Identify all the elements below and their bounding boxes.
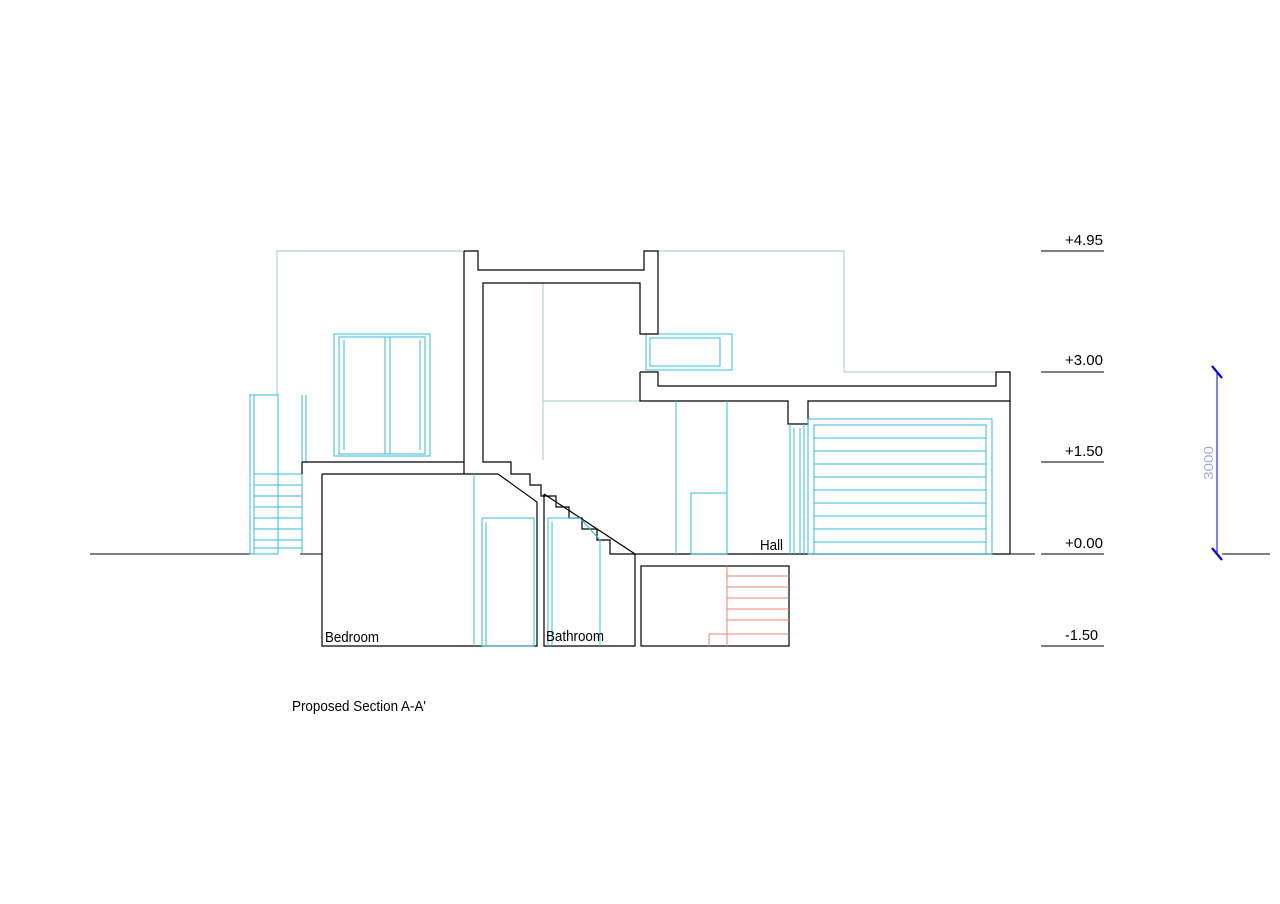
level-label-4-95: +4.95 [1065, 232, 1103, 249]
dimension-value: 3000 [1201, 446, 1216, 480]
background-facade-outline [276, 250, 1010, 460]
clerestory-window [645, 333, 733, 371]
room-label-bedroom: Bedroom [325, 629, 379, 646]
level-label-3-00: +3.00 [1065, 352, 1103, 369]
structure-section [301, 250, 1011, 647]
basement-stair [708, 566, 789, 646]
interior-lines [473, 401, 805, 647]
upper-window-left [333, 333, 431, 457]
garage-door [807, 418, 993, 555]
level-label-1-50: +1.50 [1065, 443, 1103, 460]
room-label-bathroom: Bathroom [546, 628, 604, 645]
level-label-minus-1-50: -1.50 [1065, 627, 1098, 644]
level-label-0-00: +0.00 [1065, 535, 1103, 552]
exterior-stair-left [249, 394, 307, 555]
drawing-title: Proposed Section A-A' [292, 698, 426, 715]
level-markers [1041, 250, 1104, 647]
dimension-line [1211, 365, 1270, 561]
room-label-hall: Hall [760, 537, 783, 554]
